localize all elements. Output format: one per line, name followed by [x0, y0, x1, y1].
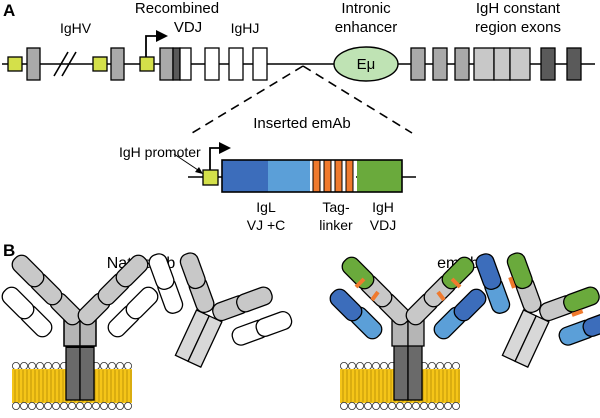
tag-stripe	[345, 159, 354, 193]
ighj-segment	[204, 47, 220, 81]
enhancer-label: enhancer	[335, 19, 398, 36]
constant-exon	[473, 47, 495, 81]
promoter-pointer-head	[195, 167, 203, 174]
promoter-arrow-head	[156, 30, 168, 42]
igh-promoter-label: IgH promoter	[119, 144, 201, 160]
promoter-box	[92, 56, 108, 72]
igl-vjc-label: VJ +C	[247, 217, 286, 233]
constant-exon	[410, 47, 426, 81]
ighv-segment	[26, 47, 41, 81]
vdj-label: VDJ	[174, 19, 202, 36]
tag-label: Tag-	[322, 199, 350, 215]
igl-vj-block	[222, 160, 268, 192]
panel-a-letter: A	[3, 1, 15, 20]
insert-promoter-arrow-head	[219, 142, 231, 154]
insert-outline	[221, 159, 403, 193]
inserted-emab-label: Inserted emAb	[253, 115, 351, 132]
tag-stripe	[323, 159, 332, 193]
emu-label: Eμ	[357, 56, 376, 73]
ighj-label: IgHJ	[231, 20, 260, 36]
intronic-label: Intronic	[341, 0, 391, 17]
constant-exon	[432, 47, 448, 81]
igl-c-block	[268, 160, 310, 192]
panel-b-letter: B	[3, 241, 15, 260]
constant-label: IgH constant	[476, 0, 561, 17]
promoter-pointer	[173, 153, 202, 173]
constant-exons-label: region exons	[475, 19, 561, 36]
igl-label: IgL	[256, 199, 276, 215]
linker-label: linker	[319, 217, 353, 233]
insert-promoter-arrow	[209, 147, 221, 170]
constant-exon	[454, 47, 470, 81]
insert-promoter-box	[202, 169, 219, 186]
promoter-box	[7, 56, 23, 72]
constant-exon-membrane	[540, 47, 556, 81]
igh-vdj-label: VDJ	[370, 217, 396, 233]
emab-membrane-antibody	[329, 256, 487, 401]
ighj-segment	[228, 47, 244, 81]
emu-enhancer	[333, 46, 399, 82]
insertion-dash-right	[302, 65, 413, 134]
promoter-box	[139, 56, 155, 72]
promoter-arrow	[145, 35, 158, 57]
locus-break-left	[53, 51, 69, 77]
j-segment	[179, 47, 192, 81]
ighv-segment	[110, 47, 125, 81]
tag-stripe	[312, 159, 321, 193]
emab-secreted-antibody	[475, 252, 600, 369]
constant-exon-membrane	[566, 47, 582, 81]
tag-stripe	[334, 159, 343, 193]
recombined-label: Recombined	[135, 0, 219, 17]
ighv-label: IgHV	[60, 20, 92, 36]
v-segment	[159, 47, 174, 81]
constant-exon	[509, 47, 531, 81]
d-segment	[172, 47, 181, 81]
insertion-dash-left	[191, 65, 304, 134]
constant-exon	[493, 47, 511, 81]
ighj-segment	[252, 47, 268, 81]
locus-break-right	[61, 51, 77, 77]
igh-vdj-block	[357, 160, 402, 192]
native-secreted-antibody	[148, 252, 293, 369]
igh-label: IgH	[372, 199, 394, 215]
native-membrane-antibody	[1, 254, 159, 401]
